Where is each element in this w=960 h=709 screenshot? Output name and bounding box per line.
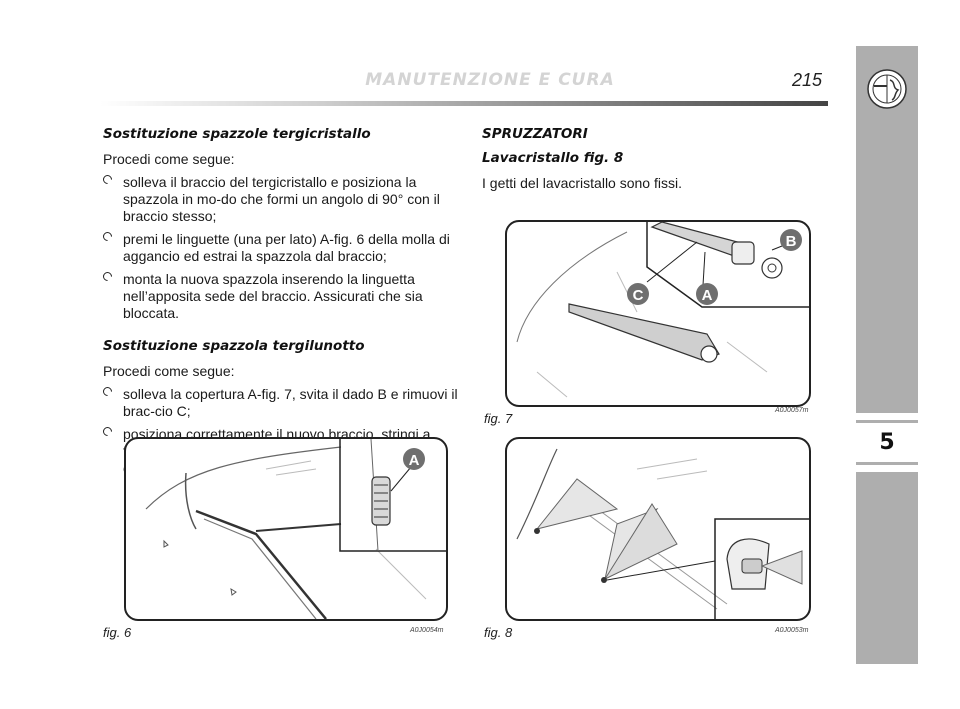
label-c: C	[633, 287, 644, 304]
list-item: solleva il braccio del tergicristallo e …	[101, 173, 463, 225]
figure-6-illustration: A	[145, 439, 446, 619]
washer-description: I getti del lavacristallo sono fissi.	[482, 175, 682, 191]
figure-6-caption: fig. 6	[103, 625, 132, 640]
list-item-text: solleva il braccio del tergicristallo e …	[123, 174, 440, 224]
right-column: SPRUZZATORI Lavacristallo fig. 8 I getti…	[482, 126, 842, 198]
section-intro: Procedi come segue:	[103, 151, 235, 167]
figure-8-code: A0J0053m	[775, 627, 809, 634]
bullet-icon	[101, 385, 114, 398]
figure-6-wiper-arm: A	[124, 437, 448, 621]
list-item-text: solleva la copertura A-fig. 7, svita il …	[123, 386, 458, 419]
bullet-icon	[101, 173, 114, 186]
figure-8-caption: fig. 8	[484, 625, 513, 640]
label-a-marker	[403, 448, 425, 470]
figure-7-caption: fig. 7	[484, 411, 513, 426]
bullet-icon	[101, 270, 114, 283]
chapter-tab[interactable]: 5	[856, 420, 918, 465]
list-item: premi le linguette (una per lato) A-fig.…	[101, 230, 463, 265]
list-item-text: monta la nuova spazzola inserendo la lin…	[123, 271, 423, 321]
label-a: A	[702, 287, 713, 304]
side-band-bottom	[856, 472, 918, 664]
figure-6-code: A0J0054m	[410, 627, 444, 634]
chapter-title: MANUTENZIONE E CURA	[365, 70, 615, 90]
section-intro: Procedi come segue:	[103, 363, 235, 379]
label-a-marker	[696, 283, 718, 305]
bullet-icon	[101, 425, 114, 438]
section-heading-wiper-blades: Sostituzione spazzole tergicristallo	[103, 126, 371, 142]
left-column: Sostituzione spazzole tergicristallo Pro…	[101, 126, 463, 483]
list-item: monta la nuova spazzola inserendo la lin…	[101, 270, 463, 322]
figure-8-illustration	[516, 448, 809, 619]
label-c-marker	[627, 283, 649, 305]
section-heading-rear-wiper: Sostituzione spazzola tergilunotto	[103, 338, 365, 354]
figure-7-illustration: B C A	[516, 222, 809, 398]
list-item: solleva la copertura A-fig. 7, svita il …	[101, 385, 463, 420]
page-number: 215	[792, 70, 823, 90]
figure-7-rear-wiper: B C A	[505, 220, 811, 407]
label-b: B	[786, 233, 797, 250]
section-heading-sprayers: SPRUZZATORI	[482, 126, 588, 142]
header-rule	[100, 101, 828, 106]
list-item-text: premi le linguette (una per lato) A-fig.…	[123, 231, 450, 264]
label-b-marker	[780, 229, 802, 251]
label-a: A	[409, 452, 420, 469]
subheading-windscreen-washer: Lavacristallo fig. 8	[482, 150, 624, 166]
figure-7-code: A0J0057m	[775, 407, 809, 414]
bullet-icon	[101, 230, 114, 243]
figure-8-washer-jets	[505, 437, 811, 621]
alfa-romeo-logo-icon	[867, 69, 907, 109]
